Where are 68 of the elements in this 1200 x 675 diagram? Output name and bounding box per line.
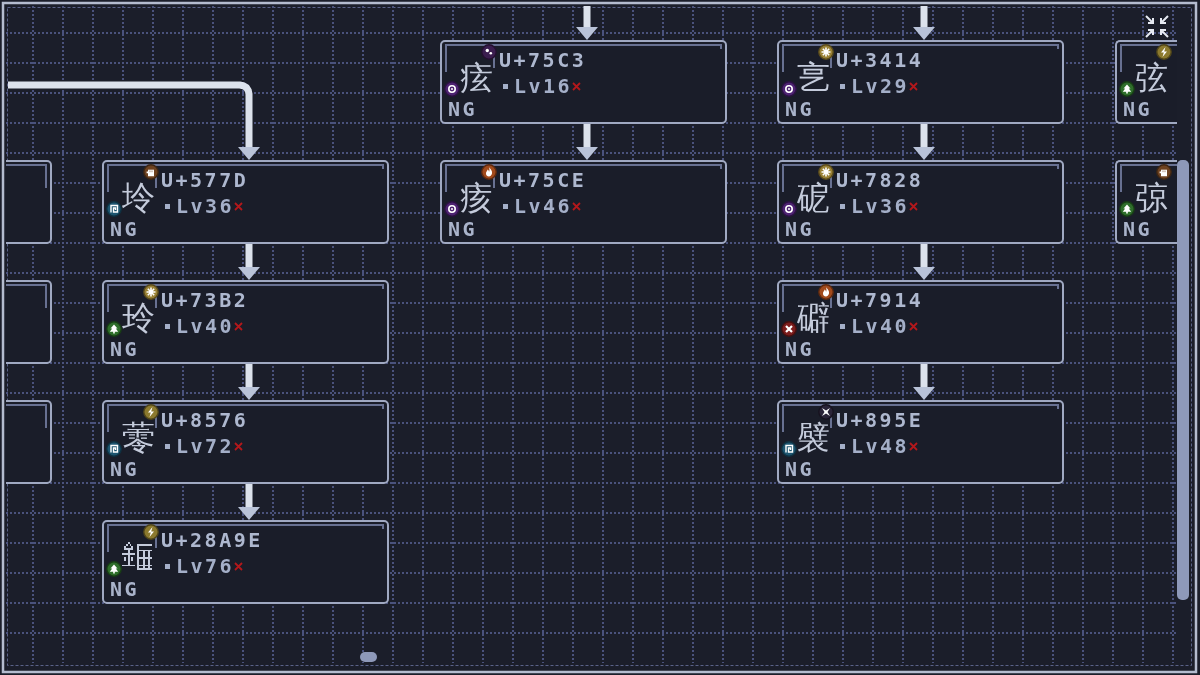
card-box xyxy=(440,40,727,124)
level-label: Lv36 xyxy=(851,196,910,216)
codepoint-label: U+28A9E xyxy=(161,530,263,550)
status-label: NG xyxy=(448,219,478,239)
arrow xyxy=(238,244,260,280)
card-box xyxy=(777,400,1064,484)
status-label: NG xyxy=(785,339,815,359)
card-box xyxy=(102,280,389,364)
character-glyph: 玲 xyxy=(122,301,155,334)
card-box xyxy=(440,160,727,244)
arrow xyxy=(238,364,260,400)
empty-box xyxy=(6,400,52,484)
arrow xyxy=(8,81,260,160)
codepoint-label: U+577D xyxy=(161,170,249,190)
level-label: Lv72 xyxy=(176,436,235,456)
card-box xyxy=(777,40,1064,124)
status-label: NG xyxy=(110,459,140,479)
codepoint-label: U+7914 xyxy=(836,290,924,310)
arrow xyxy=(576,124,598,160)
status-label: NG xyxy=(785,219,815,239)
status-label: NG xyxy=(1123,219,1153,239)
codepoint-label: U+3414 xyxy=(836,50,924,70)
character-glyph: 痃 xyxy=(460,61,493,94)
status-label: NG xyxy=(785,99,815,119)
status-label: NG xyxy=(1123,99,1153,119)
card-box xyxy=(777,280,1064,364)
card-box xyxy=(1115,40,1177,124)
level-label: Lv48 xyxy=(851,436,910,456)
arrow xyxy=(913,364,935,400)
level-label: Lv36 xyxy=(176,196,235,216)
empty-box xyxy=(6,160,52,244)
status-label: NG xyxy=(448,99,478,119)
card-box xyxy=(1115,160,1177,244)
codepoint-label: U+7828 xyxy=(836,170,924,190)
character-glyph: 蕶 xyxy=(122,421,155,454)
codepoint-label: U+8576 xyxy=(161,410,249,430)
character-glyph: 痎 xyxy=(460,181,493,214)
level-label: Lv40 xyxy=(851,316,910,336)
arrow xyxy=(913,244,935,280)
character-glyph: 弶 xyxy=(1135,181,1168,214)
status-label: NG xyxy=(110,579,140,599)
codepoint-label: U+73B2 xyxy=(161,290,249,310)
level-label: Lv46 xyxy=(514,196,573,216)
codepoint-label: U+75C3 xyxy=(499,50,587,70)
arrow xyxy=(913,124,935,160)
status-label: NG xyxy=(110,219,140,239)
card-box xyxy=(777,160,1064,244)
level-label: Lv40 xyxy=(176,316,235,336)
card-box xyxy=(102,520,389,604)
status-label: NG xyxy=(785,459,815,479)
character-glyph: 坽 xyxy=(122,181,155,214)
card-box xyxy=(102,160,389,244)
character-glyph: 襞 xyxy=(797,421,830,454)
character-glyph: 㐔 xyxy=(797,61,830,94)
arrow xyxy=(913,6,935,40)
character-glyph: 弦 xyxy=(1135,61,1168,94)
empty-box xyxy=(6,280,52,364)
codepoint-label: U+895E xyxy=(836,410,924,430)
status-label: NG xyxy=(110,339,140,359)
character-glyph: 礔 xyxy=(797,301,830,334)
card-box xyxy=(102,400,389,484)
level-label: Lv76 xyxy=(176,556,235,576)
level-label: Lv29 xyxy=(851,76,910,96)
arrow xyxy=(576,6,598,40)
codepoint-label: U+75CE xyxy=(499,170,587,190)
level-label: Lv16 xyxy=(514,76,573,96)
character-glyph: 砨 xyxy=(797,181,830,214)
arrow xyxy=(238,484,260,520)
